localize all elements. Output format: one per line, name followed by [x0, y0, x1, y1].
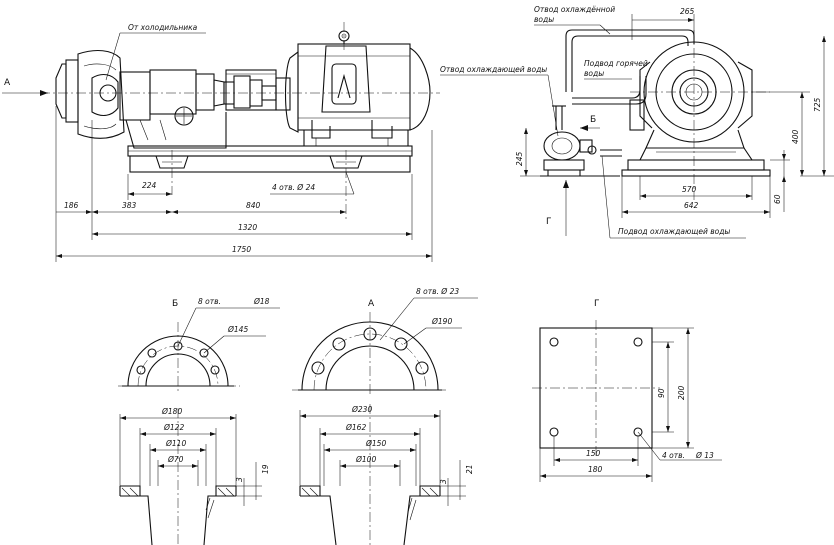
main-side-view: А — [2, 22, 440, 262]
hot-water-supply-label-2: воды — [584, 69, 604, 78]
dim-186: 186 — [64, 201, 79, 210]
dim-1320: 1320 — [238, 223, 257, 232]
view-a-marker: А — [4, 78, 11, 88]
flange-b-h3: 3 — [235, 477, 244, 482]
flange-b-h19: 19 — [261, 464, 270, 474]
dim-265: 265 — [680, 7, 695, 16]
flange-b-hole-dia: Ø18 — [253, 297, 270, 306]
dim-245: 245 — [515, 151, 524, 166]
cooling-water-outlet-label: Отвод охлаждающей воды — [440, 65, 547, 74]
plate-g-holes: 4 отв. — [662, 451, 685, 460]
flange-a-d100: Ø100 — [355, 455, 376, 464]
dim-570: 570 — [682, 185, 697, 194]
flange-b-title: Б — [172, 299, 178, 309]
flange-a-d230: Ø230 — [351, 405, 372, 414]
flange-b-pcd: Ø145 — [227, 325, 248, 334]
from-cooler-label: От холодильника — [128, 23, 198, 32]
cooling-water-supply-label: Подвод охлаждающей воды — [618, 227, 730, 236]
hot-water-supply-label-1: Подвод горячей — [584, 59, 648, 68]
holes-label: 4 отв. Ø 24 — [272, 183, 315, 192]
plate-g-title: Г — [594, 299, 600, 309]
dim-725: 725 — [813, 97, 822, 112]
plate-g-d90: 90 — [657, 388, 666, 398]
flange-b-view: Б 8 отв. Ø18 Ø145 Ø180 Ø122 — [118, 297, 280, 545]
dim-60: 60 — [773, 194, 782, 204]
flange-b-d122: Ø122 — [163, 423, 184, 432]
plate-g-hole-dia: Ø 13 — [695, 451, 714, 460]
end-view: Отвод охлаждённой воды Отвод охлаждающей… — [440, 5, 834, 239]
flange-a-h21: 21 — [465, 464, 474, 474]
dim-400: 400 — [791, 129, 800, 144]
dim-840: 840 — [246, 201, 261, 210]
cooled-water-outlet-label-1: Отвод охлаждённой — [534, 5, 615, 14]
flange-a-pcd: Ø190 — [431, 317, 452, 326]
flange-a-d150: Ø150 — [365, 439, 386, 448]
view-b-marker: Б — [590, 115, 596, 125]
plate-g-d200: 200 — [677, 385, 686, 400]
plate-g-d150: 150 — [586, 449, 601, 458]
dim-224: 224 — [142, 181, 157, 190]
flange-a-holes: 8 отв. Ø 23 — [416, 287, 459, 296]
view-g-marker: Г — [546, 217, 552, 227]
dim-1750: 1750 — [232, 245, 251, 254]
plate-g-view: Г 90 200 150 180 — [532, 299, 722, 482]
plate-g-d180: 180 — [588, 465, 603, 474]
flange-b-d110: Ø110 — [165, 439, 186, 448]
flange-b-d180: Ø180 — [161, 407, 182, 416]
cooled-water-outlet-label-2: воды — [534, 15, 554, 24]
flange-a-d162: Ø162 — [345, 423, 366, 432]
flange-b-d70: Ø70 — [167, 455, 184, 464]
flange-a-h3: 3 — [439, 479, 448, 484]
dim-383: 383 — [122, 201, 137, 210]
flange-a-view: А 8 отв. Ø 23 Ø190 Ø230 Ø162 — [292, 287, 478, 545]
flange-b-holes: 8 отв. — [198, 297, 221, 306]
dim-642: 642 — [684, 201, 699, 210]
flange-a-title: А — [368, 299, 375, 309]
